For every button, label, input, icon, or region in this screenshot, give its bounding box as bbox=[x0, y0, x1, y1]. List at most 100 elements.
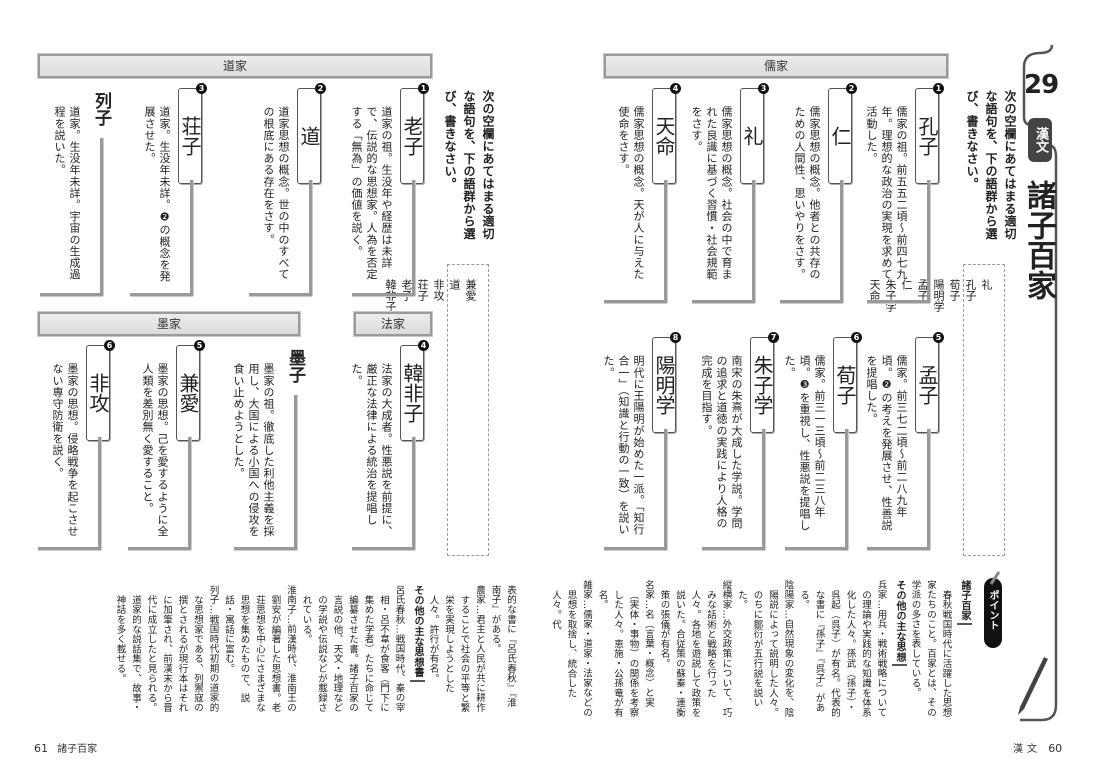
card-description: 明代に王陽明が始めた一派。「知行合一」（知識と行動の一致）を説いた。 bbox=[602, 355, 645, 536]
footer-section: 漢文 bbox=[1013, 744, 1041, 755]
word-bank-item: 礼 bbox=[980, 279, 993, 290]
connector-line-vertical bbox=[190, 180, 193, 296]
footer-section: 諸子百家 bbox=[57, 744, 98, 755]
card-term: 荘子 bbox=[178, 88, 202, 184]
card-description: 法家の大成者。性悪説を前提に、厳正な法律による統治を提唱した。 bbox=[350, 363, 393, 537]
card-description: 墨家の思想。侵略戦争を起こさせない専守防衛を説く。 bbox=[51, 363, 79, 537]
page-title: 諸子百家 bbox=[1021, 180, 1056, 300]
word-bank-item: 荘子 bbox=[416, 279, 429, 301]
card-number-badge: 4 bbox=[418, 340, 429, 351]
footer-page-number: 60 bbox=[1048, 742, 1063, 755]
connector-line-horizontal bbox=[692, 300, 755, 303]
point-notes: 諸子百家 春秋戦国時代に活躍した思想家たちのこと。百家とは、その学派の多さを表し… bbox=[550, 580, 972, 720]
connector-line-vertical bbox=[412, 437, 415, 550]
word-bank-item: 道 bbox=[448, 279, 461, 290]
note-item: 縦横家…外交政策について、巧みな話術と戦略を行った人々。各地を遊説して政策を説い… bbox=[658, 580, 732, 718]
connector-line-vertical bbox=[927, 429, 930, 550]
connector-line-horizontal bbox=[702, 547, 765, 550]
card-number-badge: 2 bbox=[846, 83, 857, 94]
card-number-badge: 1 bbox=[933, 83, 944, 94]
card-number-badge: 3 bbox=[758, 83, 769, 94]
word-bank-item: 陽明学 bbox=[932, 279, 945, 312]
other-notes: 表的な書に『呂氏春秋』『淮南子』がある。 農家…君主と人民が共に耕作することで社… bbox=[115, 585, 518, 715]
word-bank-item: 孟子 bbox=[916, 279, 929, 301]
connector-line-vertical bbox=[927, 180, 930, 303]
card-description: 墨家の祖。徹底した利他主義を採用し、大国による小国への侵攻を食い止めようとした。 bbox=[232, 363, 275, 537]
connector-line-vertical bbox=[188, 437, 191, 550]
card-term: 墨子 bbox=[285, 349, 305, 383]
card-number-badge: 3 bbox=[196, 83, 207, 94]
connector-line-horizontal bbox=[40, 293, 103, 296]
card-term: 老子 bbox=[400, 88, 424, 184]
word-bank-item: 天命 bbox=[868, 279, 881, 301]
card-number-badge: 5 bbox=[933, 332, 944, 343]
note-item: 農家…君主と人民が共に耕作することで社会の平等と繁栄を実現しようとした人々。許行… bbox=[427, 585, 486, 713]
section-header-taoism: 道家 bbox=[37, 53, 433, 79]
card-term: 荀子 bbox=[833, 337, 857, 433]
connector-line-horizontal bbox=[38, 547, 101, 550]
card-term: 非攻 bbox=[86, 345, 110, 441]
card-number-badge: 2 bbox=[315, 83, 326, 94]
word-bank-item: 荀子 bbox=[948, 279, 961, 301]
point-label: ポイント bbox=[987, 590, 998, 630]
note-item: 兵家…用兵・戦術戦略についての理論や実践的な知識を体系化した人々。孫武（孫子）・… bbox=[798, 580, 887, 718]
notes-intro: 春秋戦国時代に活躍した思想家たちのこと。百家とは、その学派の多さを表している。 bbox=[909, 580, 952, 718]
word-bank-item: 仁 bbox=[900, 279, 913, 290]
note-item: 名家…名（言葉・概念）と実（実体・事物）の関係を考察した人々。恵施・公孫竜が有名… bbox=[596, 580, 655, 717]
connector-line-vertical bbox=[752, 180, 755, 303]
pen-icon bbox=[1018, 657, 1048, 715]
connector-line-horizontal bbox=[128, 547, 191, 550]
card-term: 天命 bbox=[652, 88, 676, 184]
connector-line-vertical bbox=[100, 138, 103, 296]
note-item: 呂氏春秋…戦国時代、秦の宰相・呂不韋が食客（門下に集めた学者）たちに命じて編纂さ… bbox=[300, 585, 405, 713]
connector-line-horizontal bbox=[867, 547, 930, 550]
note-item: 列子…戦国時代初期の道家的な思想家である、列禦寇の撰とされるが現行本はそれに加筆… bbox=[114, 585, 219, 713]
page-footer-right: 漢文 60 bbox=[1013, 740, 1062, 755]
card-number-badge: 4 bbox=[670, 83, 681, 94]
word-bank: 礼孔子荀子陽明学孟子仁朱子学天命 bbox=[868, 264, 1005, 556]
connector-line-vertical bbox=[412, 180, 415, 296]
notes-subheading: その他の主な思想書 bbox=[409, 585, 425, 682]
card-term: 道 bbox=[297, 88, 321, 184]
section-header-confucianism: 儒家 bbox=[603, 53, 949, 79]
card-description: 儒家思想の概念。他者との共存のための人間性、思いやりをさす。 bbox=[793, 106, 821, 280]
card-number-badge: 6 bbox=[104, 340, 115, 351]
note-continuation: 表的な書に『呂氏春秋』『淮南子』がある。 bbox=[489, 585, 517, 708]
card-number-badge: 7 bbox=[768, 332, 779, 343]
connector-line-vertical bbox=[762, 429, 765, 550]
word-bank: 兼愛道非攻荘子老子韓非子 bbox=[384, 264, 489, 556]
connector-line-vertical bbox=[309, 180, 312, 296]
card-number-badge: 8 bbox=[670, 332, 681, 343]
point-tag: ポイント bbox=[984, 578, 1002, 648]
instruction: 次の空欄にあてはまる適切な語句を、下の語群から選び、書きなさい。 bbox=[443, 90, 495, 240]
connector-line-vertical bbox=[845, 429, 848, 550]
connector-line-horizontal bbox=[785, 547, 848, 550]
card-description: 儒家思想の概念。天が人に与えた使命をさす。 bbox=[617, 106, 645, 280]
connector-line-horizontal bbox=[604, 300, 667, 303]
lesson-number: 29 bbox=[1024, 70, 1059, 100]
instruction: 次の空欄にあてはまる適切な語句を、下の語群から選び、書きなさい。 bbox=[965, 90, 1017, 240]
connector-line-horizontal bbox=[130, 293, 193, 296]
card-description: 墨家の思想。己を愛するように全人類を差別無く愛すること。 bbox=[141, 363, 169, 537]
connector-line-vertical bbox=[98, 437, 101, 550]
card-number-badge: 1 bbox=[418, 83, 429, 94]
word-bank-item: 兼愛 bbox=[464, 279, 477, 301]
card-description: 儒家。前三一三頃～前二三八年頃。❸を重視し、性悪説を提唱した。 bbox=[783, 355, 826, 531]
card-term: 仁 bbox=[828, 88, 852, 184]
card-number-badge: 6 bbox=[851, 332, 862, 343]
connector-line-horizontal bbox=[249, 293, 312, 296]
card-term: 列子 bbox=[91, 92, 111, 126]
notes-heading: 諸子百家 bbox=[956, 580, 972, 626]
